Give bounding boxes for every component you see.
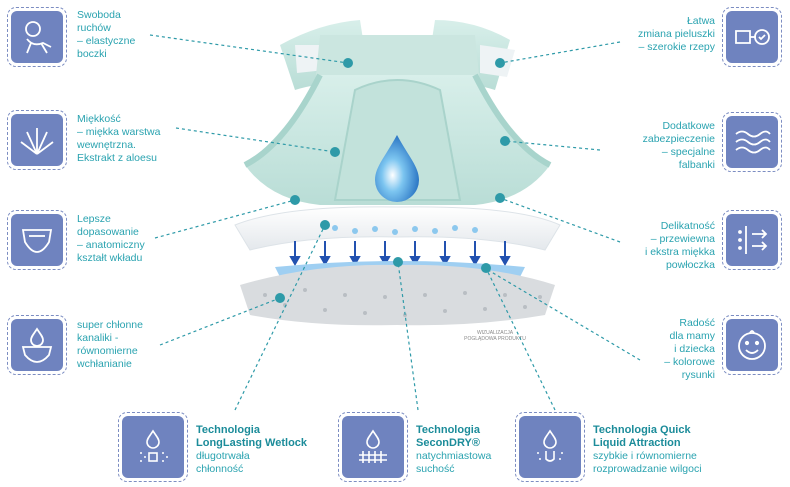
feature-box-gentleness — [722, 210, 782, 270]
feature-box-easy-change — [722, 7, 782, 67]
baby-icon — [25, 21, 52, 54]
callout-dot — [495, 58, 505, 68]
tech-text-secondry: Technologia SeconDRY® natychmiastowa suc… — [416, 424, 492, 475]
callout-dot — [495, 193, 505, 203]
callout-dot — [393, 257, 403, 267]
aloe-icon — [20, 128, 54, 155]
easy-change-icon — [735, 29, 770, 45]
absorbent-diaper-icon — [21, 327, 53, 363]
tech-text-quick-liquid: Technologia Quick Liquid Attraction szyb… — [593, 424, 702, 475]
visualization-caption: WIZUALIZACJA POGLĄDOWA PRODUKTU — [464, 330, 526, 342]
callout-dot — [330, 147, 340, 157]
callout-dot — [481, 263, 491, 273]
feature-box-joy — [722, 315, 782, 375]
waves-icon — [735, 130, 771, 154]
feature-box-fit — [7, 210, 67, 270]
callout-dot — [343, 58, 353, 68]
callout-dot — [500, 136, 510, 146]
breathable-icon — [738, 226, 768, 254]
tech-box-wetlock — [118, 412, 188, 482]
callout-dot — [275, 293, 285, 303]
tech-text-wetlock: Technologia LongLasting Wetlock długotrw… — [196, 424, 308, 475]
feature-box-softness — [7, 110, 67, 170]
wetlock-icon — [140, 429, 168, 462]
feature-box-freedom — [7, 7, 67, 67]
smiley-baby-icon — [738, 330, 766, 360]
secondry-icon — [359, 429, 387, 463]
callout-dot — [320, 220, 330, 230]
callout-dot — [290, 195, 300, 205]
diaper-icon — [21, 229, 53, 253]
tech-box-secondry — [338, 412, 408, 482]
feature-box-absorption — [7, 315, 67, 375]
tech-box-quick-liquid — [515, 412, 585, 482]
feature-box-protection — [722, 112, 782, 172]
quick-liquid-icon — [537, 429, 563, 462]
